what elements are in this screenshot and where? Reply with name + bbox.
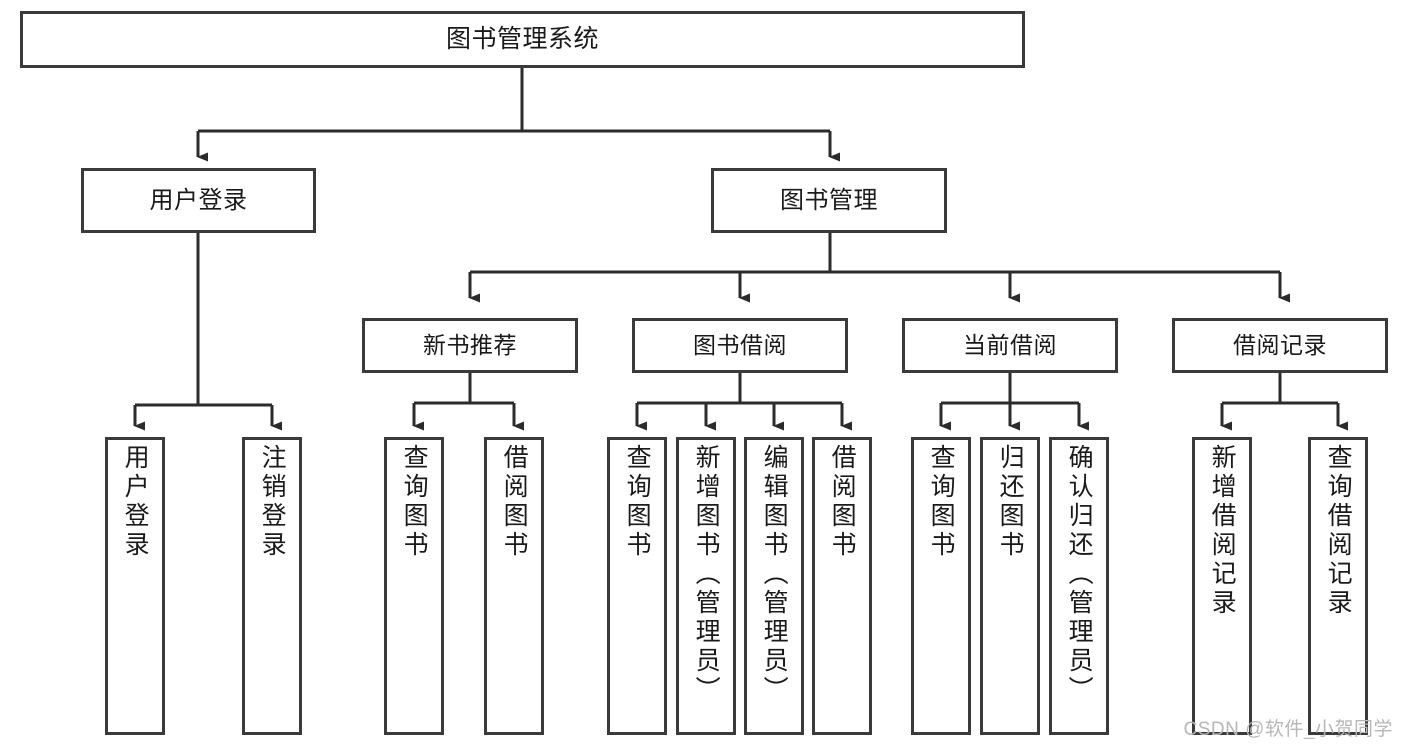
node-root-system[interactable]: 图书管理系统 [20,11,1025,68]
leaf-recommend-borrow-book[interactable]: 借阅图书 [484,437,544,735]
node-label: 用户登录 [149,186,248,214]
node-label: 新书推荐 [423,332,517,358]
node-label: 查询图书 [623,444,652,560]
node-label: 当前借阅 [963,332,1057,358]
node-label: 图书管理 [780,186,878,214]
node-label: 查询图书 [400,444,429,560]
node-borrow-record[interactable]: 借阅记录 [1172,318,1388,373]
leaf-record-query-record[interactable]: 查询借阅记录 [1308,437,1368,735]
node-label: 查询图书 [927,444,956,560]
leaf-current-confirm-return[interactable]: 确认归还（管理员） [1049,437,1109,735]
leaf-borrow-query-book[interactable]: 查询图书 [607,437,667,735]
node-current-borrow[interactable]: 当前借阅 [902,318,1118,373]
node-user-login[interactable]: 用户登录 [81,168,316,233]
watermark-text: CSDN @软件_小贺同学 [1183,719,1393,740]
leaf-borrow-add-book[interactable]: 新增图书（管理员） [676,437,736,735]
leaf-current-return-book[interactable]: 归还图书 [980,437,1040,735]
node-label: 归还图书 [996,444,1025,560]
node-label: 新增图书（管理员） [692,444,721,705]
node-label: 用户登录 [121,444,150,560]
leaf-recommend-query-book[interactable]: 查询图书 [384,437,444,735]
node-label: 新增借阅记录 [1208,444,1237,618]
node-label: 借阅图书 [828,444,857,560]
node-label: 图书管理系统 [445,25,599,53]
node-label: 注销登录 [258,444,287,560]
leaf-borrow-edit-book[interactable]: 编辑图书（管理员） [744,437,804,735]
node-book-management[interactable]: 图书管理 [711,168,947,233]
node-label: 查询借阅记录 [1324,444,1353,618]
leaf-record-add-record[interactable]: 新增借阅记录 [1192,437,1252,735]
leaf-user-logout[interactable]: 注销登录 [242,437,302,735]
node-book-borrow[interactable]: 图书借阅 [632,318,848,373]
node-label: 编辑图书（管理员） [760,444,789,705]
node-new-book-recommend[interactable]: 新书推荐 [362,318,578,373]
node-label: 图书借阅 [693,332,787,358]
leaf-user-login[interactable]: 用户登录 [105,437,165,735]
leaf-borrow-borrow-book[interactable]: 借阅图书 [812,437,872,735]
node-label: 借阅记录 [1233,332,1327,358]
node-label: 借阅图书 [500,444,529,560]
node-label: 确认归还（管理员） [1065,444,1094,705]
leaf-current-query-book[interactable]: 查询图书 [911,437,971,735]
